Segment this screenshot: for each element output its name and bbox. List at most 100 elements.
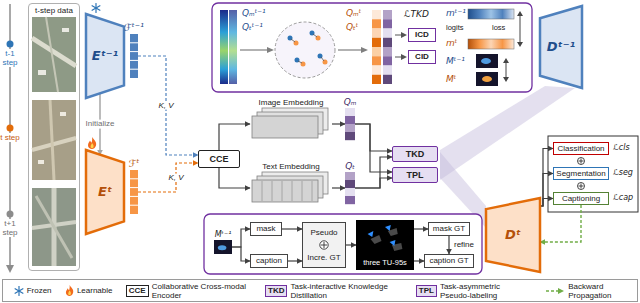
legend-text: Task-interactive Knowledge Distillation	[290, 282, 402, 300]
output-box: mask	[250, 222, 282, 236]
embedding-stack	[312, 181, 313, 201]
feature-map-shape	[130, 196, 138, 197]
feature-map-shape	[130, 187, 138, 188]
legend-module-box: TPL	[416, 285, 437, 297]
frozen-icon	[15, 288, 23, 293]
legend-text: Backward Propagation	[568, 282, 626, 300]
module-box: CCE	[198, 150, 240, 168]
frozen-icon	[14, 286, 24, 296]
node-text: Mᵗ⁻¹	[215, 230, 232, 239]
remote-sensing-image	[36, 196, 72, 258]
frozen-icon	[92, 6, 100, 11]
remote-sensing-image	[32, 100, 76, 180]
node-text: Eᵗ⁻¹	[92, 49, 118, 64]
distillation-panel	[298, 61, 302, 63]
step-label: t+1 step	[0, 219, 20, 237]
task-panel	[548, 136, 638, 212]
node-text: Pseudo	[310, 228, 337, 237]
distillation-panel	[401, 54, 407, 60]
node-text: Dᵗ⁻¹	[547, 40, 575, 55]
remote-sensing-image	[62, 28, 69, 32]
learnable-decoder-shape	[486, 198, 540, 272]
plus-symbol	[320, 241, 328, 249]
task-box: Classification	[553, 142, 609, 155]
legend-item: Frozen	[14, 286, 52, 296]
distillation-panel	[468, 39, 514, 49]
timeline	[7, 125, 14, 132]
mask-label: Mᵗ⁻¹	[446, 56, 465, 66]
embedding-stack	[262, 181, 312, 201]
distillation-panel	[372, 38, 381, 47]
connector	[282, 228, 302, 229]
task-box: Captioning	[553, 192, 609, 205]
distillation-panel	[372, 10, 392, 84]
distillation-panel	[506, 62, 507, 78]
legend-text: Frozen	[27, 286, 52, 295]
distillation-panel	[476, 72, 498, 86]
node-text: Qₘ	[344, 97, 357, 107]
distillation-panel	[338, 49, 362, 50]
module-box: TKD	[392, 146, 438, 162]
note: loss	[492, 24, 505, 33]
mask-map-shape	[214, 240, 232, 254]
node-text: CCE	[209, 154, 228, 164]
legend-item: Backward Propagation	[545, 282, 626, 300]
backward-arrow-sample	[546, 290, 559, 292]
connector	[219, 124, 250, 150]
distillation-panel	[212, 3, 532, 92]
legend-module-box: CCE	[126, 285, 149, 297]
node-text: TKD	[406, 149, 425, 159]
feature-map-shape	[130, 205, 138, 206]
mask-label: Mᵗ	[446, 74, 456, 84]
node-text: caption	[256, 256, 282, 265]
node-text: three TU-95s	[363, 259, 407, 268]
backward-arrow-sample	[545, 287, 565, 295]
mask-map-shape	[218, 245, 227, 250]
learnable-decoder: Dᵗ	[486, 198, 540, 272]
feature-map: ℱᵗ	[130, 170, 138, 214]
node-text: mask	[256, 224, 275, 233]
connector	[346, 244, 356, 245]
distillation-panel	[401, 32, 407, 38]
loss-label: ℒcls	[613, 143, 630, 152]
timeline	[6, 265, 14, 273]
gt-box: caption GT	[424, 254, 474, 268]
distillation-panel	[267, 47, 274, 53]
task-panel	[578, 183, 585, 190]
node-text: ℱᵗ	[129, 158, 140, 170]
mask-map-shape	[214, 240, 232, 254]
embedding-stack	[252, 108, 328, 202]
query-vector-shape	[345, 132, 355, 140]
connector	[138, 56, 198, 155]
distillation-panel	[503, 58, 509, 63]
distillation-panel	[240, 49, 268, 50]
embedding-stack	[302, 181, 303, 201]
pseudo-label-panel	[204, 214, 482, 274]
legend-item: Learnable	[65, 285, 113, 296]
distillation-panel	[313, 34, 317, 37]
learnable-icon	[91, 143, 94, 148]
remote-sensing-image	[50, 100, 54, 180]
edge-label: K, V	[156, 101, 175, 110]
learnable-encoder-shape	[86, 150, 124, 234]
connector	[219, 168, 250, 188]
edge-label: refine	[452, 241, 476, 250]
task-panel	[581, 159, 582, 164]
task-panel	[581, 184, 582, 189]
task-panel	[578, 158, 585, 165]
frozen-icon	[92, 6, 100, 11]
remote-sensing-image	[38, 70, 46, 75]
query-vector: Qₜ	[345, 172, 355, 204]
task-box: Segmentation	[553, 167, 609, 180]
query-vector-shape	[345, 172, 355, 180]
distillation-panel	[395, 35, 402, 36]
distillation-panel	[383, 47, 392, 56]
remote-sensing-image	[32, 188, 76, 266]
step-label: t-1 step	[0, 49, 20, 67]
connector	[540, 149, 553, 207]
distillation-panel	[383, 66, 392, 75]
embedding-block: Text Embedding	[250, 160, 332, 204]
embedding-block: Image Embedding	[250, 96, 332, 140]
distillation-panel	[383, 38, 392, 47]
